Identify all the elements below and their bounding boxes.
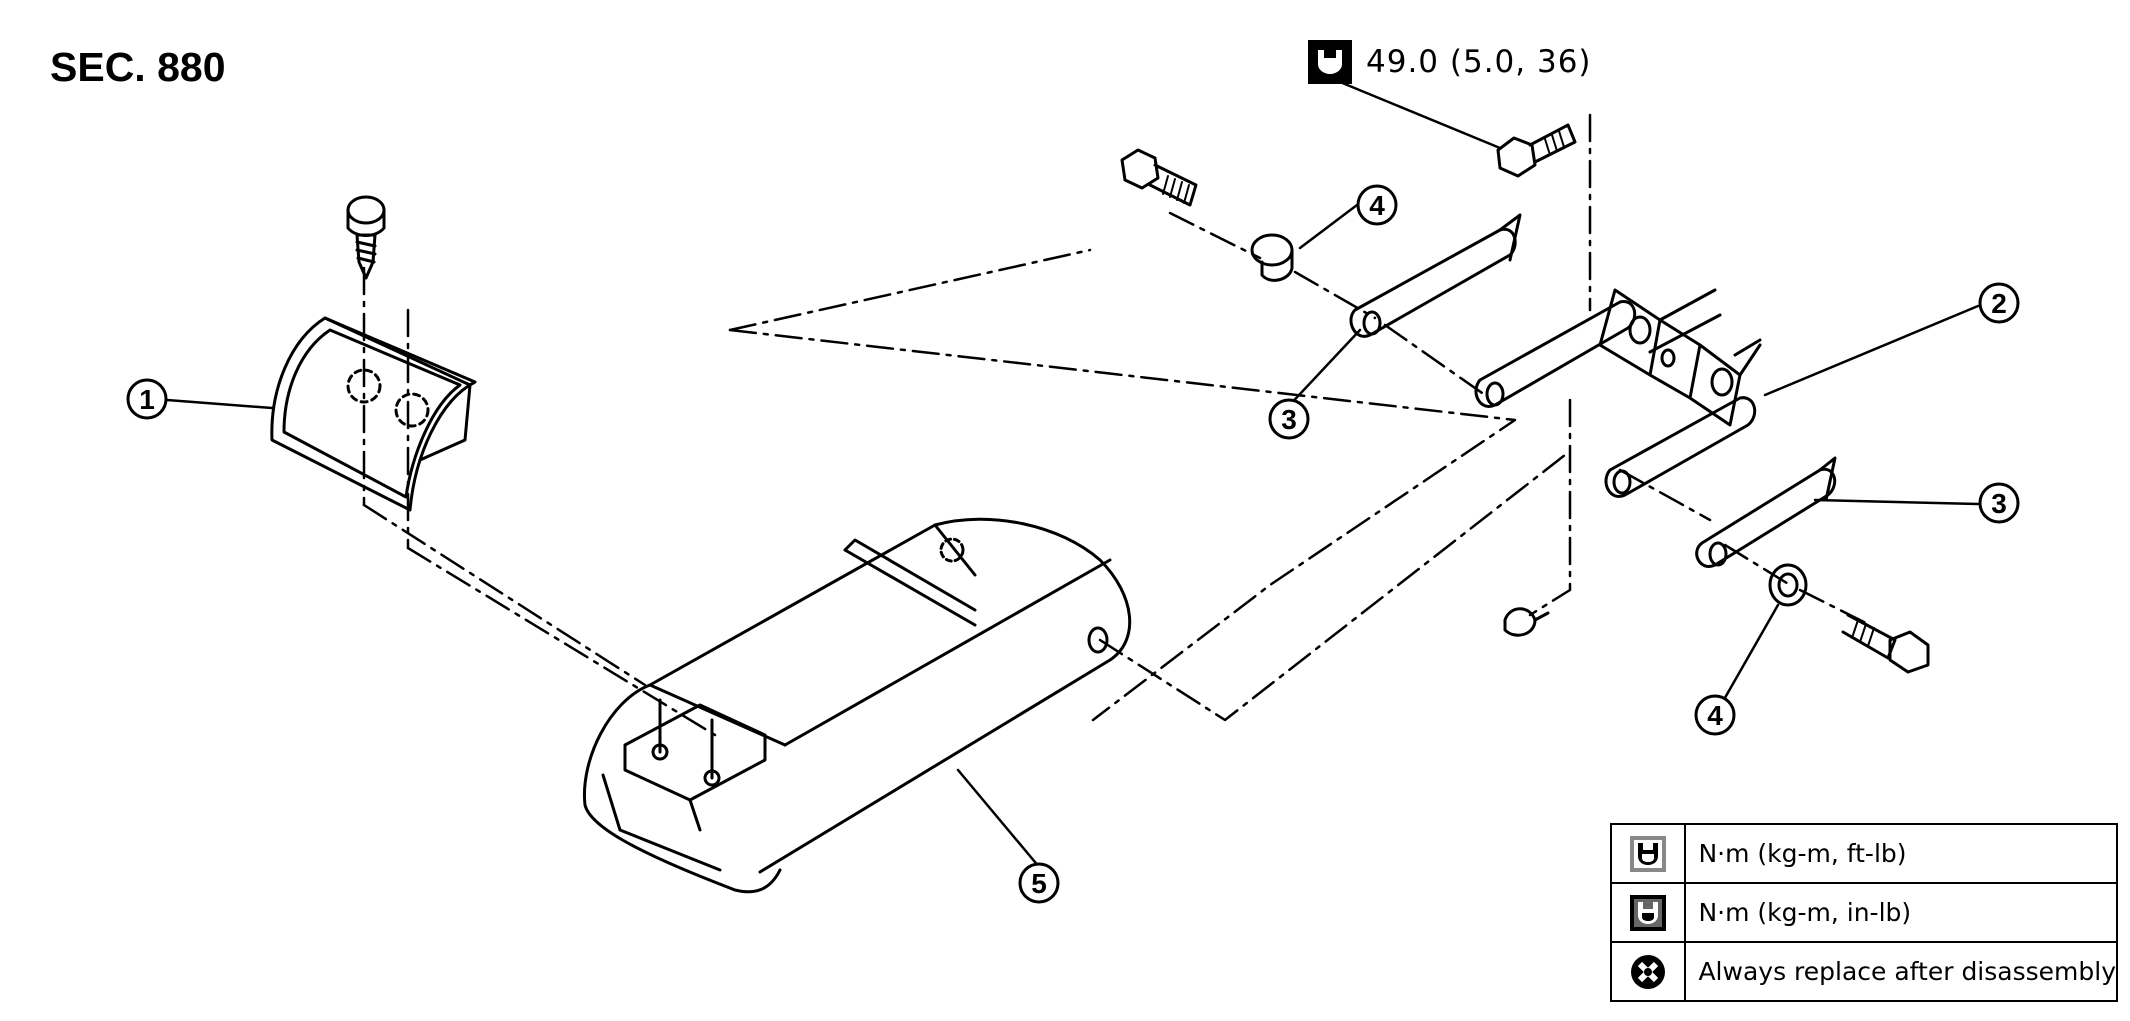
part-4-washer-lower bbox=[1768, 563, 1808, 607]
replace-icon bbox=[1631, 954, 1666, 989]
callout-4-upper: 4 bbox=[1356, 184, 1398, 226]
assembly-guide-lines bbox=[362, 113, 1872, 737]
torque-spec: 49.0 (5.0, 36) bbox=[1308, 40, 1592, 84]
svg-text:5: 5 bbox=[1031, 868, 1047, 899]
legend-table: N·m (kg-m, ft-lb) N·m (kg-m, in-lb) Alwa… bbox=[1609, 823, 2118, 1002]
svg-text:1: 1 bbox=[139, 384, 155, 415]
svg-text:2: 2 bbox=[1991, 288, 2007, 319]
part-3-link-upper bbox=[1349, 213, 1522, 338]
part-3-link-middle bbox=[1474, 300, 1637, 408]
legend-text: N·m (kg-m, ft-lb) bbox=[1684, 823, 2118, 884]
clip bbox=[1503, 607, 1550, 637]
callout-3-lower: 3 bbox=[1978, 482, 2020, 524]
bolt-upper-right bbox=[1496, 123, 1577, 178]
bolt-lower-right bbox=[1841, 613, 1930, 674]
legend-row: N·m (kg-m, ft-lb) bbox=[1609, 823, 2118, 884]
part-3-link-lower-right bbox=[1695, 456, 1837, 568]
bolt-upper-left bbox=[1120, 148, 1198, 207]
callout-1: 1 bbox=[126, 378, 168, 420]
part-1-bracket bbox=[270, 316, 477, 512]
torque-value: 49.0 (5.0, 36) bbox=[1366, 44, 1592, 80]
part-2-hinge-bracket bbox=[1598, 288, 1762, 427]
callout-2: 2 bbox=[1978, 282, 2020, 324]
part-5-armrest bbox=[582, 517, 1132, 894]
section-label: SEC. 880 bbox=[50, 44, 226, 90]
part-3-link-lower-left bbox=[1604, 396, 1757, 498]
legend-text: N·m (kg-m, in-lb) bbox=[1684, 882, 2118, 943]
torque-ft-lb-icon bbox=[1630, 835, 1667, 872]
part-4-washer-upper bbox=[1250, 233, 1294, 282]
torque-in-lb-icon bbox=[1630, 894, 1667, 931]
callout-4-lower: 4 bbox=[1694, 694, 1736, 736]
svg-text:4: 4 bbox=[1707, 700, 1723, 731]
callout-3-upper: 3 bbox=[1268, 398, 1310, 440]
svg-text:3: 3 bbox=[1991, 488, 2007, 519]
leader-lines bbox=[165, 80, 1980, 870]
svg-text:4: 4 bbox=[1369, 190, 1385, 221]
tapping-screw bbox=[346, 195, 386, 280]
torque-wrench-icon bbox=[1308, 40, 1352, 84]
svg-text:3: 3 bbox=[1281, 404, 1297, 435]
legend-row: N·m (kg-m, in-lb) bbox=[1609, 882, 2118, 943]
legend-row: Always replace after disassembly bbox=[1609, 941, 2118, 1002]
legend-text: Always replace after disassembly bbox=[1684, 941, 2118, 1002]
callout-5: 5 bbox=[1018, 862, 1060, 904]
